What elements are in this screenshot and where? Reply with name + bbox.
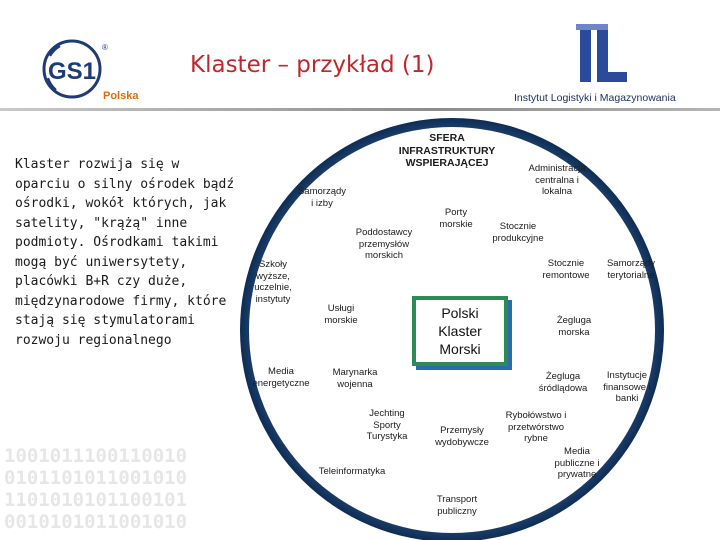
- watermark-line: 1101010101100101: [4, 489, 187, 511]
- node-teleinformatyka: Teleinformatyka: [318, 466, 386, 477]
- node-media-publiczne: Media publiczne i prywatne: [554, 446, 600, 480]
- node-jechting: Jechting Sporty Turystyka: [366, 408, 408, 442]
- page-title: Klaster – przykład (1): [190, 52, 435, 78]
- node-administracja: Administracja centralna i lokalna: [528, 163, 586, 197]
- node-stocznie-remontowe: Stocznie remontowe: [542, 258, 590, 281]
- node-instytucje-finansowe: Instytucje finansowe i banki: [603, 370, 651, 404]
- ilim-label: Instytut Logistyki i Magazynowania: [514, 92, 676, 104]
- sphere-label: SFERA INFRASTRUKTURY WSPIERAJĄCEJ: [398, 132, 496, 169]
- gs1-logo-text: GS1: [48, 58, 96, 85]
- node-transport-publiczny: Transport publiczny: [436, 494, 478, 517]
- node-samorzady-terytorialne: Samorządy terytorialne: [606, 258, 656, 281]
- node-zegluga-morska: Żegluga morska: [556, 315, 592, 338]
- center-node-polski-klaster-morski: Polski Klaster Morski: [412, 296, 508, 366]
- node-rybolowstwo: Rybołówstwo i przetwórstwo rybne: [505, 410, 567, 444]
- node-przemysly-wydobywcze: Przemysły wydobywcze: [435, 425, 489, 448]
- node-stocznie-produkcyjne: Stocznie produkcyjne: [492, 221, 544, 244]
- watermark-line: 0010101011001010: [4, 511, 187, 533]
- node-samorzady-izby: Samorządy i izby: [297, 186, 347, 209]
- node-uslugi-morskie: Usługi morskie: [324, 303, 358, 326]
- ilim-logo: IL: [576, 24, 627, 90]
- gs1-logo-subtext: Polska: [103, 90, 139, 102]
- header-divider: [0, 108, 720, 111]
- intro-paragraph: Klaster rozwija się w oparciu o silny oś…: [15, 157, 235, 348]
- node-media-energetyczne: Media energetyczne: [252, 366, 310, 389]
- ilim-logo-text: IL: [604, 89, 605, 90]
- gs1-logo: GS1 ®: [42, 39, 108, 99]
- node-poddostawcy: Poddostawcy przemysłów morskich: [355, 227, 413, 261]
- node-szkoly-wyzsze: Szkoły wyższe, uczelnie, instytuty: [254, 259, 292, 305]
- registered-mark-icon: ®: [102, 43, 108, 52]
- watermark-line: 0101101011001010: [4, 467, 187, 489]
- node-marynarka-wojenna: Marynarka wojenna: [332, 367, 378, 390]
- binary-watermark: 1001011100110010 0101101011001010 110101…: [4, 445, 187, 533]
- watermark-line: 1001011100110010: [4, 445, 187, 467]
- node-porty-morskie: Porty morskie: [439, 207, 473, 230]
- node-zegluga-srodladowa: Żegluga śródlądowa: [538, 371, 588, 394]
